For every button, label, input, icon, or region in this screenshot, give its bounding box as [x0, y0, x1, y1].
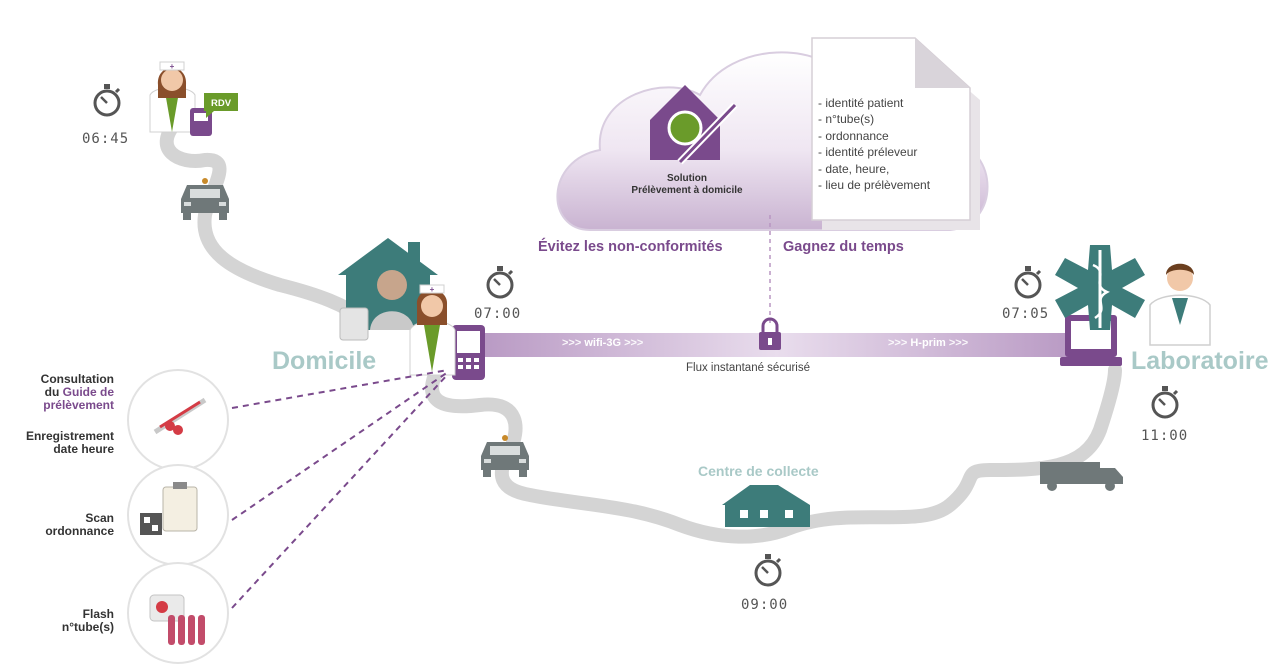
truck-icon	[1040, 462, 1123, 491]
stopwatch-icon	[93, 82, 121, 117]
step3-line2: n°tube(s)	[61, 620, 114, 634]
flow-wifi-label: wifi-3G	[584, 337, 622, 349]
place-domicile: Domicile	[272, 347, 377, 375]
step-circle-flash	[127, 562, 229, 664]
stopwatch-icon	[1014, 264, 1042, 299]
flow-arrows: >>>	[888, 337, 908, 349]
document-item: - date, heure,	[818, 161, 890, 176]
flow-arrows: >>>	[624, 337, 644, 349]
patient-house-icon	[338, 238, 438, 341]
rdv-badge	[204, 93, 238, 118]
time-laboratoire: 07:05	[1002, 306, 1050, 322]
time-domicile: 07:00	[474, 306, 522, 322]
document-item: - identité préleveur	[818, 145, 918, 160]
step1-accent2: prélèvement	[43, 398, 114, 412]
document-items: - identité patient - n°tube(s) - ordonna…	[818, 95, 930, 193]
document-item: - identité patient	[818, 96, 904, 110]
step-scan-label: Scan ordonnance	[14, 512, 114, 538]
place-collecte: Centre de collecte	[698, 463, 819, 479]
flow-arrows: >>>	[948, 337, 969, 349]
step1b-line2: date heure	[53, 442, 114, 456]
step-flash-label: Flash n°tube(s)	[14, 608, 114, 634]
flow-arrows: >>>	[562, 337, 582, 349]
svg-text:+: +	[170, 62, 175, 71]
step-record-label: Enregistrement date heure	[14, 430, 114, 456]
rdv-label: RDV	[211, 98, 232, 109]
step2-line1: Scan	[85, 511, 114, 525]
document-item: - ordonnance	[818, 128, 889, 143]
document-card	[811, 37, 980, 230]
stopwatch-icon	[1151, 384, 1179, 419]
svg-text:+: +	[430, 285, 435, 294]
document-item: - lieu de prélèvement	[818, 178, 931, 193]
medical-star-icon	[1055, 245, 1145, 330]
step-guide-label: Consultation du Guide de prélèvement	[14, 373, 114, 412]
home-sampling-icon	[650, 85, 738, 165]
place-laboratoire: Laboratoire	[1131, 347, 1269, 375]
solution-caption: Solution Prélèvement à domicile	[612, 173, 762, 197]
collection-center-icon	[722, 485, 810, 527]
step-circle-scan	[127, 464, 229, 566]
flow-hprim: >>> H-prim >>>	[888, 337, 968, 349]
document-item: - n°tube(s)	[818, 112, 875, 127]
flow-caption: Flux instantané sécurisé	[686, 362, 811, 374]
stopwatch-icon	[754, 552, 782, 587]
nurse-start-icon: +	[149, 61, 212, 136]
step1-line2: du	[44, 385, 60, 399]
step-circle-guide	[127, 369, 229, 471]
benefit-left: Évitez les non-conformités	[538, 239, 723, 255]
solution-line1: Solution	[667, 173, 707, 184]
step1b-line1: Enregistrement	[25, 429, 114, 443]
flow-hprim-label: H-prim	[910, 337, 946, 349]
step1-line1: Consultation	[40, 372, 114, 386]
step3-line1: Flash	[82, 607, 114, 621]
step-connectors	[231, 369, 449, 609]
mobile-device-icon	[452, 325, 485, 380]
benefit-right: Gagnez du temps	[783, 239, 904, 255]
road-bottom	[425, 363, 1122, 544]
road-top	[159, 113, 372, 327]
time-laboratoire-arrival: 11:00	[1141, 428, 1189, 444]
solution-line2: Prélèvement à domicile	[631, 185, 743, 196]
step2-line2: ordonnance	[45, 524, 114, 538]
step1-accent: Guide de	[62, 385, 114, 399]
doctor-icon	[1149, 263, 1211, 346]
time-collecte: 09:00	[741, 597, 789, 613]
flow-wifi: >>> wifi-3G >>>	[562, 337, 643, 349]
nurse-domicile-icon: +	[409, 284, 456, 376]
lock-icon	[759, 317, 781, 350]
stopwatch-icon	[486, 264, 514, 299]
time-start: 06:45	[82, 131, 130, 147]
